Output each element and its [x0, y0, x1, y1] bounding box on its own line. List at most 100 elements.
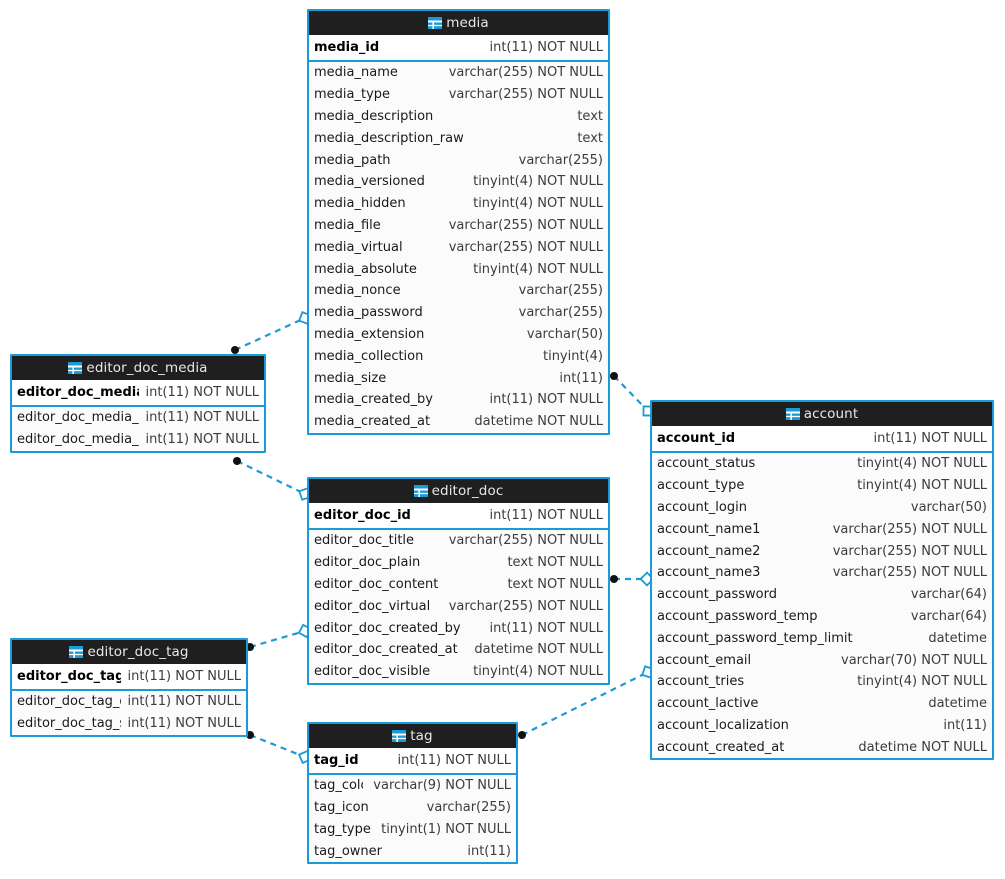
column-type: int(11) NOT NULL — [145, 410, 259, 426]
column-name: account_login — [657, 499, 747, 515]
column-name: editor_doc_media_dst — [17, 432, 139, 448]
column-type: int(11) NOT NULL — [127, 716, 241, 732]
column-type: int(11) NOT NULL — [489, 508, 603, 523]
column-row[interactable]: editor_doc_media_srcint(11) NOT NULL — [12, 407, 264, 429]
table-header-media[interactable]: media — [309, 11, 608, 35]
column-row[interactable]: editor_doc_tag_srcint(11) NOT NULL — [12, 713, 246, 735]
table-grid-icon — [392, 726, 407, 750]
column-row[interactable]: media_description text — [309, 106, 608, 128]
rel-editor-doc-to-account[interactable] — [610, 571, 655, 587]
column-type: datetime NOT NULL — [474, 414, 603, 430]
column-row[interactable]: account_login varchar(50) — [652, 497, 992, 519]
rel-editor-doc-tag-to-tag[interactable] — [246, 731, 313, 765]
table-header-editor_doc[interactable]: editor_doc — [309, 479, 608, 503]
rel-editor-doc-tag-to-editor-doc[interactable] — [246, 623, 313, 651]
table-header-tag[interactable]: tag — [309, 724, 516, 748]
column-type: text — [577, 108, 603, 124]
column-type: int(11) NOT NULL — [489, 392, 603, 408]
column-name: media_extension — [314, 326, 425, 342]
column-type: tinyint(1) NOT NULL — [381, 821, 511, 837]
column-name: tag_icon — [314, 800, 369, 816]
column-row[interactable]: tag_owner int(11) — [309, 840, 516, 862]
table-grid-icon — [68, 358, 83, 382]
column-type: datetime NOT NULL — [858, 739, 987, 755]
column-name: account_id — [657, 431, 736, 446]
table-header-account[interactable]: account — [652, 402, 992, 426]
column-row[interactable]: tag_colorvarchar(9) NOT NULL — [309, 775, 516, 797]
rel-editor-doc-media-to-editor-doc[interactable] — [233, 457, 312, 501]
column-row[interactable]: editor_doc_media_dstint(11) NOT NULL — [12, 429, 264, 451]
relationship-source-dot — [231, 346, 239, 354]
rel-media-to-account[interactable] — [610, 372, 654, 417]
column-name: media_type — [314, 87, 391, 103]
column-name: editor_doc_media_id — [17, 385, 139, 400]
rel-editor-doc-media-to-media[interactable] — [231, 311, 312, 354]
column-type: varchar(255) — [518, 305, 603, 321]
column-type: int(11) NOT NULL — [127, 669, 241, 684]
column-type: int(11) NOT NULL — [489, 40, 603, 55]
column-type: varchar(64) — [910, 587, 987, 603]
column-type: varchar(70) NOT NULL — [841, 652, 987, 668]
column-row[interactable]: media_created_by int(11) NOT NULL — [309, 389, 608, 411]
column-name: media_hidden — [314, 196, 406, 212]
column-type: int(11) — [467, 843, 511, 859]
table-header-editor_doc_tag[interactable]: editor_doc_tag — [12, 640, 246, 664]
table-node-editor_doc_media[interactable]: editor_doc_mediaeditor_doc_media_idint(1… — [10, 354, 266, 453]
column-row[interactable]: editor_doc_tag_dstint(11) NOT NULL — [12, 691, 246, 713]
column-type: varchar(50) — [910, 499, 987, 515]
table-header-editor_doc_media[interactable]: editor_doc_media — [12, 356, 264, 380]
column-name: tag_owner — [314, 843, 382, 859]
column-name: account_password_temp_limit — [657, 630, 853, 646]
column-name: media_description — [314, 108, 434, 124]
column-name: media_created_by — [314, 392, 433, 408]
